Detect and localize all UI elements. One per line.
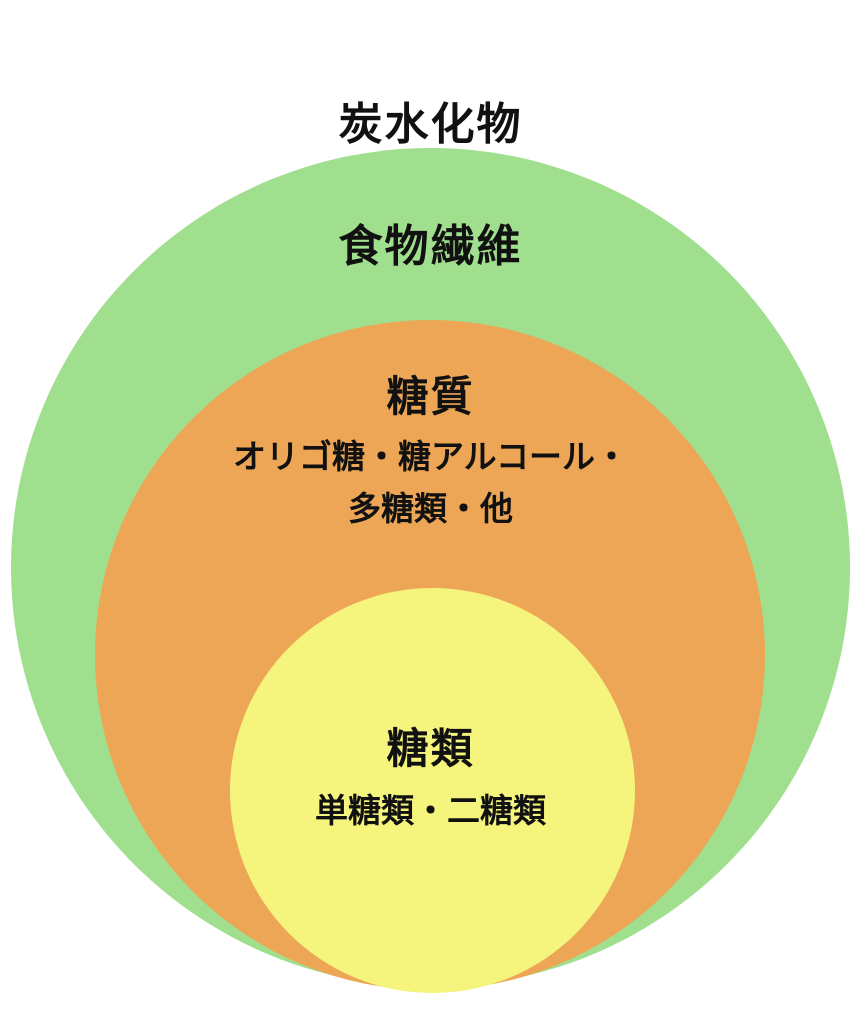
saccharides-label: 糖類 (386, 724, 475, 773)
sugar-quality-sublabel-line1: オリゴ糖・糖アルコール・ (232, 437, 628, 476)
dietary-fiber-label: 食物繊維 (338, 221, 523, 272)
sugar-quality-sublabel-line2: 多糖類・他 (348, 489, 513, 528)
diagram-title: 炭水化物 (338, 99, 523, 150)
saccharides-sublabel: 単糖類・二糖類 (315, 791, 546, 830)
sugar-quality-label: 糖質 (386, 372, 475, 421)
saccharides-inner-circle (230, 588, 635, 993)
